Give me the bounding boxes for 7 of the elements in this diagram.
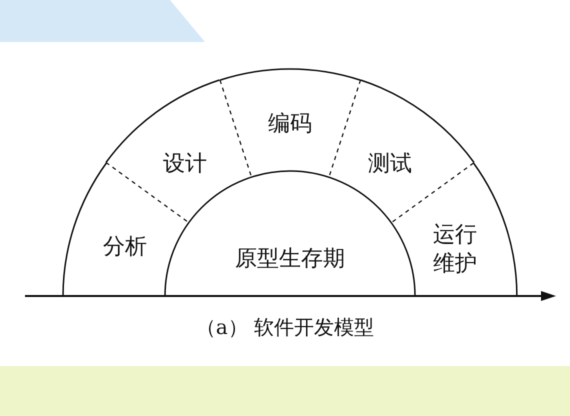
- phase-label: 编码: [268, 110, 312, 139]
- phase-label: 分析: [103, 234, 147, 262]
- caption: （a） 软件开发模型: [194, 314, 376, 341]
- phase-label: 设计: [162, 150, 207, 179]
- phase-label: 运行维护: [432, 221, 478, 278]
- phase-label: 测试: [368, 150, 412, 179]
- phase-label: 原型生存期: [235, 246, 345, 274]
